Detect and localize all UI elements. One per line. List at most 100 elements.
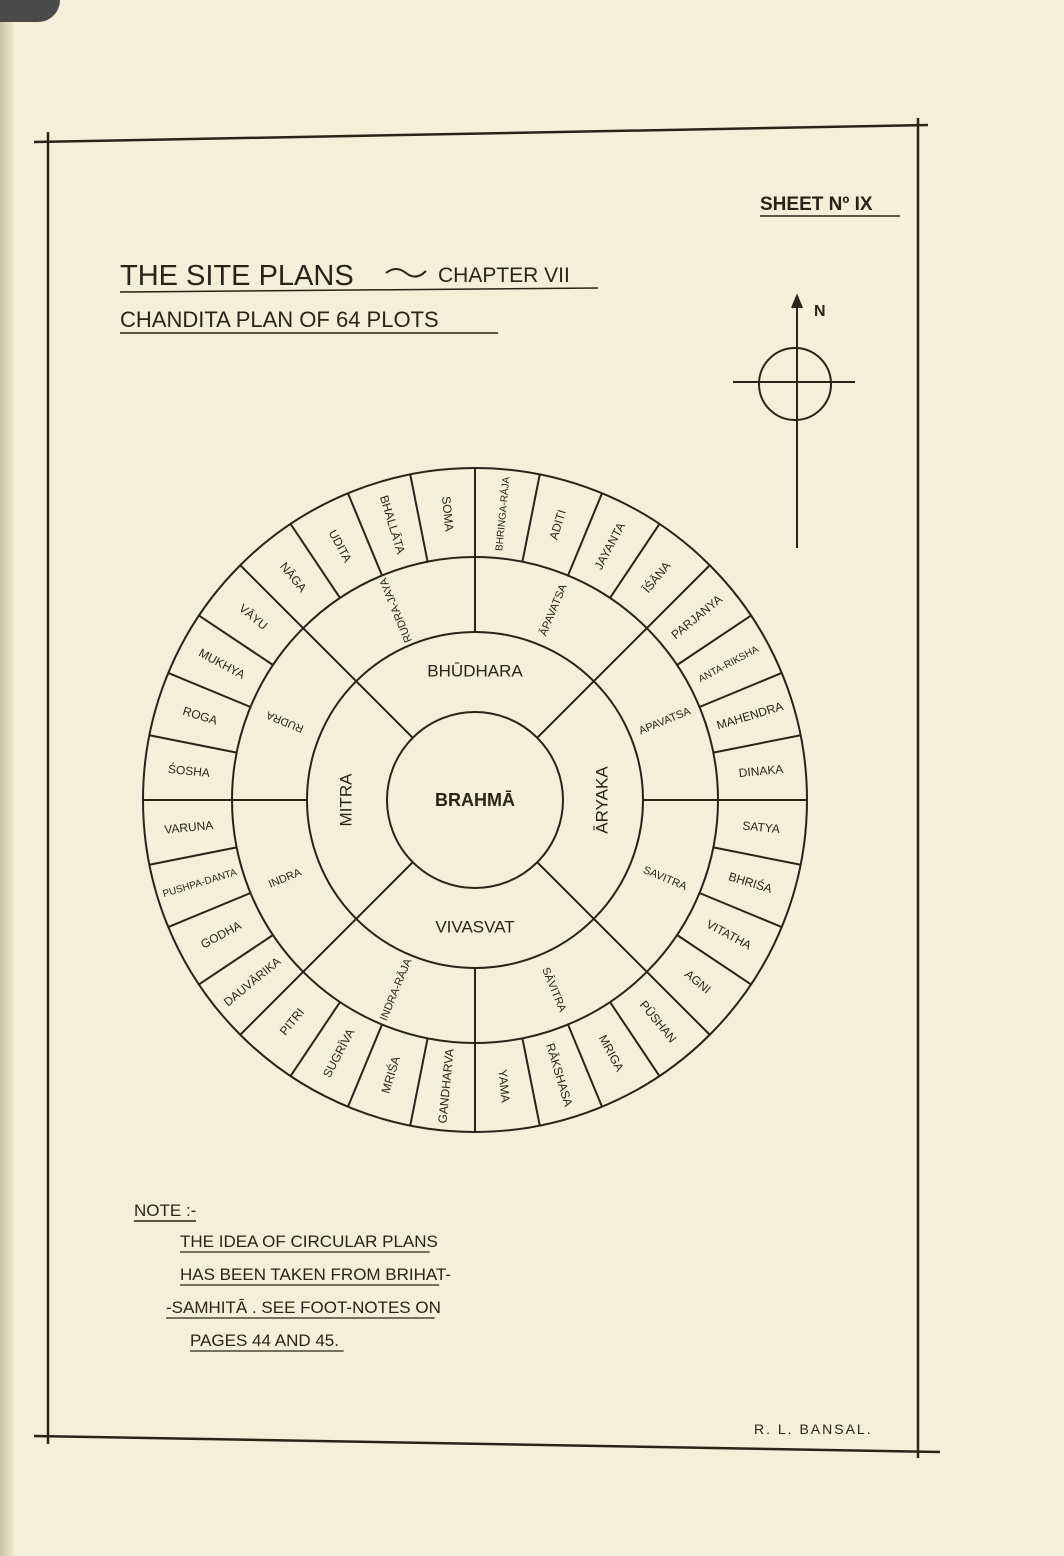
outer-ring-label: JAYANTA (592, 520, 629, 572)
outer-ring-label: BHRIŚA (727, 869, 774, 896)
middle-ring-divider (355, 861, 414, 920)
outer-ring-label: BHRINGA-RĀJA (493, 476, 512, 552)
chapter-label: CHAPTER VII (438, 264, 570, 287)
note-line: PAGES 44 AND 45. (190, 1331, 339, 1350)
outer-ring-label: RĀKSHASA (543, 1042, 575, 1109)
outer-ring-divider (167, 892, 251, 928)
center-label-brahma: BRAHMĀ (435, 790, 515, 810)
inner-ring-divider (593, 627, 648, 682)
outer-ring-label: MRIŚA (378, 1054, 403, 1095)
outer-ring-divider (239, 971, 304, 1036)
subtitle: CHANDITA PLAN OF 64 PLOTS (120, 307, 439, 332)
outer-ring-divider (713, 846, 801, 866)
inner-ring-label: INDRA-RĀJA (378, 956, 415, 1022)
outer-ring-divider (167, 672, 251, 708)
outer-ring-divider (713, 734, 801, 754)
outer-ring-divider (567, 1024, 603, 1108)
note-line: HAS BEEN TAKEN FROM BRIHAT- (180, 1265, 451, 1284)
middle-ring-divider (536, 680, 595, 739)
north-label: N (814, 303, 826, 320)
inner-ring-label: SAVITRA (641, 864, 689, 893)
outer-ring-divider (198, 614, 274, 666)
outer-ring-divider (347, 492, 383, 576)
middle-ring-label: ĀRYAKA (592, 766, 611, 834)
inner-ring-divider (593, 918, 648, 973)
outer-ring-label: PŪSHAN (637, 998, 680, 1046)
note-line: THE IDEA OF CIRCULAR PLANS (180, 1232, 438, 1251)
outer-ring-label: VITATHA (704, 917, 754, 952)
outer-ring-divider (521, 1038, 541, 1126)
outer-ring-label: ŚOSHA (167, 761, 210, 780)
outer-ring-divider (347, 1024, 383, 1108)
title: THE SITE PLANS (120, 260, 354, 292)
outer-ring-label: GODHA (198, 918, 243, 951)
scan-corner-shadow (0, 0, 60, 22)
north-compass-icon (733, 293, 855, 548)
inner-ring-label: APAVATSA (637, 705, 693, 737)
outer-ring-divider (149, 734, 237, 754)
page-edge (0, 0, 14, 1556)
sheet-number: SHEET Nº IX (760, 194, 873, 215)
outer-ring-divider (567, 492, 603, 576)
outer-ring-label: MAHENDRA (715, 699, 785, 732)
outer-ring-label: PUSHPA-DANTA (162, 867, 239, 900)
inner-ring-label: RUDRA-JAYA (377, 576, 415, 645)
outer-ring-label: PARJANYA (668, 592, 724, 642)
inner-ring-label: SĀVITRA (539, 966, 568, 1015)
outer-ring-divider (676, 934, 752, 986)
outer-ring-label: UDITA (326, 527, 355, 565)
inner-ring-label: INDRA (267, 866, 304, 890)
outer-ring-divider (699, 892, 783, 928)
outer-ring-label: MUKHYA (196, 646, 247, 682)
middle-ring-label: VIVASVAT (435, 917, 514, 936)
outer-ring-divider (646, 564, 711, 629)
outer-ring-label: VĀYU (236, 601, 270, 633)
title-dash (385, 268, 427, 278)
outer-ring-label: DINAKA (738, 762, 784, 780)
outer-ring-label: AGNI (682, 967, 714, 996)
middle-ring-divider (355, 680, 414, 739)
outer-ring-divider (609, 523, 661, 599)
inner-ring-label: ĀPAVATSA (538, 582, 570, 638)
inner-ring-label: RUDRA (264, 708, 305, 734)
outer-ring-label: SATYA (742, 819, 781, 837)
outer-ring-divider (289, 1001, 341, 1077)
middle-ring-label: MITRA (336, 773, 355, 827)
middle-ring-label: BHŪDHARA (427, 661, 523, 680)
outer-ring-label: YAMA (495, 1069, 512, 1103)
author-signature: R. L. BANSAL. (754, 1421, 873, 1437)
outer-ring-divider (521, 474, 541, 562)
outer-ring-label: VARUNA (164, 818, 214, 837)
outer-ring-divider (149, 846, 237, 866)
outer-ring-label: NĀGA (277, 560, 309, 595)
outer-ring-label: SUGRĪVA (320, 1026, 357, 1079)
outer-ring-divider (646, 971, 711, 1036)
outer-ring-divider (409, 1038, 429, 1126)
outer-ring-divider (239, 564, 304, 629)
note-body: THE IDEA OF CIRCULAR PLANS HAS BEEN TAKEN… (166, 1232, 451, 1352)
chandita-plan-diagram: BRAHMĀ BHŪDHARA ĀRYAKA VIVASVAT MITRA ĀPAVATS… (142, 467, 808, 1133)
inner-ring-divider (302, 918, 357, 973)
outer-ring-label: ROGA (181, 704, 219, 728)
outer-ring-label: ADITI (547, 508, 569, 541)
middle-ring-divider (536, 861, 595, 920)
sheet-border (33, 118, 941, 1458)
outer-ring-divider (198, 934, 274, 986)
note-heading: NOTE :- (134, 1201, 196, 1220)
outer-ring-divider (409, 474, 429, 562)
outer-ring-label: ĪŚĀNA (639, 558, 673, 595)
outer-ring-label: BHALLĀTA (377, 494, 408, 556)
outer-ring-divider (676, 614, 752, 666)
inner-ring-divider (302, 627, 357, 682)
outer-ring-divider (699, 672, 783, 708)
outer-ring-label: MRIGA (596, 1033, 627, 1074)
outer-ring-label: SOMA (439, 496, 456, 533)
ring-circle-1 (386, 711, 564, 889)
note-line: -SAMHITĀ . SEE FOOT-NOTES ON (166, 1298, 441, 1317)
outer-ring-label: PITRI (277, 1005, 307, 1038)
outer-ring-label: GANDHARVA (435, 1048, 456, 1124)
outer-ring-divider (289, 523, 341, 599)
outer-ring-label: ANTA-RIKSHA (697, 644, 761, 685)
outer-ring-divider (609, 1001, 661, 1077)
